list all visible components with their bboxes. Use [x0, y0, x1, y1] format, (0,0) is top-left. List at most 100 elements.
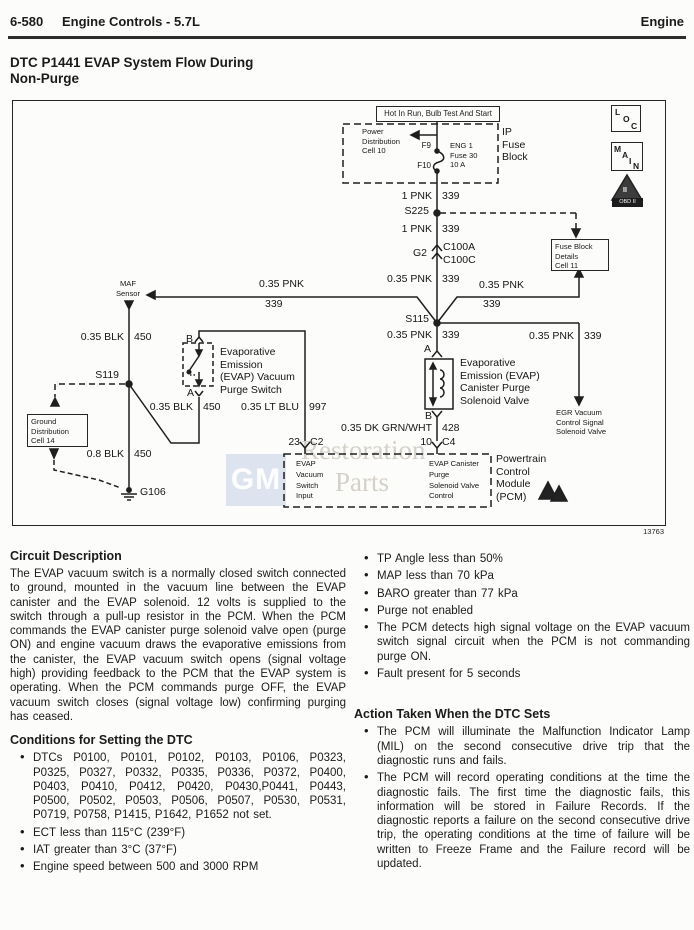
connector-pin: 23	[288, 436, 300, 448]
wire-label: 1 PNK	[401, 190, 432, 202]
purge-switch-label: Evaporative Emission (EVAP) Vacuum Purge…	[220, 346, 295, 396]
watermark-text: Parts	[335, 467, 389, 497]
ground-distribution-box: Ground Distribution Cell 14	[27, 414, 88, 447]
wire-label: 0.35 LT BLU	[241, 401, 299, 413]
main-letter: N	[633, 161, 640, 171]
circuit-description-heading: Circuit Description	[10, 549, 122, 563]
wire-label: 0.35 DK GRN/WHT	[340, 422, 432, 434]
list-item: DTCs P0100, P0101, P0102, P0103, P0106, …	[18, 750, 346, 822]
wire-circuit: 339	[442, 223, 460, 235]
wire-label: 0.35 BLK	[149, 401, 193, 413]
page-header: 6-580 Engine Controls - 5.7L Engine	[8, 14, 686, 39]
loc-letter: C	[631, 121, 638, 131]
ground-label: G106	[140, 486, 166, 498]
solenoid-valve-box	[424, 358, 454, 410]
esd-icon	[537, 480, 559, 500]
fuse-f10-label: F10	[417, 161, 431, 170]
list-item: IAT greater than 3°C (37°F)	[18, 842, 346, 857]
wire-circuit: 339	[442, 190, 460, 202]
pcm-control-label: EVAP Canister Purge Solenoid Valve Contr…	[429, 459, 480, 501]
terminal-label: A	[186, 387, 194, 399]
connector-label: C4	[442, 436, 456, 448]
splice-label: S119	[95, 369, 119, 381]
list-item: Engine speed between 500 and 3000 RPM	[18, 859, 346, 874]
loc-icon: L O C	[611, 105, 641, 132]
hot-in-run-box: Hot In Run, Bulb Test And Start	[376, 106, 500, 122]
figure-number: 13763	[643, 527, 664, 536]
wire-label: 0.35 PNK	[529, 330, 574, 342]
left-column: Circuit Description The EVAP vacuum swit…	[10, 549, 346, 878]
purge-switch-box	[182, 342, 214, 387]
wire-circuit: 450	[203, 401, 221, 413]
wire-label: 1 PNK	[401, 223, 432, 235]
list-item: ECT less than 115°C (239°F)	[18, 825, 346, 840]
pcm-label: Powertrain Control Module (PCM)	[496, 453, 547, 503]
wire-circuit: 428	[442, 422, 460, 434]
wire-label: 0.35 PNK	[479, 279, 524, 291]
solenoid-valve-label: Evaporative Emission (EVAP) Canister Pur…	[460, 357, 540, 407]
wire-label: 0.35 BLK	[80, 331, 124, 343]
list-item: Fault present for 5 seconds	[362, 666, 690, 681]
dtc-title: DTC P1441 EVAP System Flow During Non-Pu…	[10, 55, 254, 86]
connector-label: C2	[310, 436, 324, 448]
wire-circuit: 339	[584, 330, 602, 342]
wiring-svg	[48, 122, 644, 508]
pcm-box	[283, 453, 492, 508]
connector-label: C100C	[443, 254, 476, 266]
egr-valve-label: EGR Vacuum Control Signal Solenoid Valve	[556, 408, 607, 437]
wiring-diagram: GM Restoration Parts	[12, 100, 666, 526]
action-heading: Action Taken When the DTC Sets	[354, 707, 551, 722]
obd2-inner-label: II	[623, 187, 627, 194]
splice-label: S115	[405, 313, 429, 325]
wire-circuit: 339	[442, 273, 460, 285]
wire-label: 0.35 PNK	[259, 278, 304, 290]
circuit-description-body: The EVAP vacuum switch is a normally clo…	[10, 568, 346, 723]
obd2-icon	[610, 173, 644, 201]
connector-pin: 10	[420, 436, 432, 448]
wire-circuit: 339	[265, 298, 283, 310]
conditions-list: DTCs P0100, P0101, P0102, P0103, P0106, …	[10, 750, 346, 874]
connector-label: G2	[412, 247, 427, 259]
maf-sensor-label: MAF Sensor	[115, 279, 141, 298]
main-letter: M	[614, 144, 622, 154]
wire-label: 0.35 PNK	[387, 273, 432, 285]
list-item: The PCM will record operating conditions…	[362, 770, 690, 871]
pcm-input-label: EVAP Vacuum Switch Input	[296, 459, 324, 501]
main-letter: I	[629, 156, 632, 166]
obd2-banner: OBD II	[612, 198, 643, 207]
fuse-block-details-box: Fuse Block Details Cell 11	[551, 239, 609, 271]
conditions-heading: Conditions for Setting the DTC	[10, 733, 193, 748]
main-icon: M A I N	[611, 142, 643, 171]
criteria-list: TP Angle less than 50% MAP less than 70 …	[354, 551, 690, 681]
wire-circuit: 997	[309, 401, 327, 413]
fuse-f9-label: F9	[421, 141, 431, 150]
ip-fuse-block-label: IP Fuse Block	[502, 126, 528, 163]
gm-watermark: GM	[226, 454, 286, 506]
fuse-symbol	[432, 150, 445, 172]
wire-label: 0.35 PNK	[387, 329, 432, 341]
loc-letter: L	[615, 107, 621, 117]
ground-symbol-g106	[121, 493, 137, 501]
header-section-title: Engine Controls - 5.7L	[62, 14, 200, 29]
power-distribution-label: Power Distribution Cell 10	[362, 127, 400, 156]
wire-label: 0.8 BLK	[86, 448, 124, 460]
wire-circuit: 450	[134, 448, 152, 460]
splice-label: S225	[404, 205, 429, 217]
terminal-label: B	[424, 410, 432, 422]
wire-circuit: 339	[442, 329, 460, 341]
list-item: The PCM detects high signal voltage on t…	[362, 620, 690, 664]
page-number: 6-580	[10, 14, 44, 29]
loc-letter: O	[623, 114, 630, 124]
maf-connector	[123, 300, 135, 311]
watermark-text: Restoration	[301, 435, 426, 465]
action-list: The PCM will illuminate the Malfunction …	[354, 724, 690, 871]
list-item: TP Angle less than 50%	[362, 551, 690, 566]
fuse-name-label: ENG 1 Fuse 30 10 A	[450, 141, 478, 170]
wire-circuit: 339	[483, 298, 501, 310]
list-item: BARO greater than 77 kPa	[362, 586, 690, 601]
list-item: MAP less than 70 kPa	[362, 568, 690, 583]
coil-symbol	[439, 369, 445, 398]
header-right-title: Engine	[640, 14, 684, 29]
terminal-label: A	[423, 343, 431, 355]
